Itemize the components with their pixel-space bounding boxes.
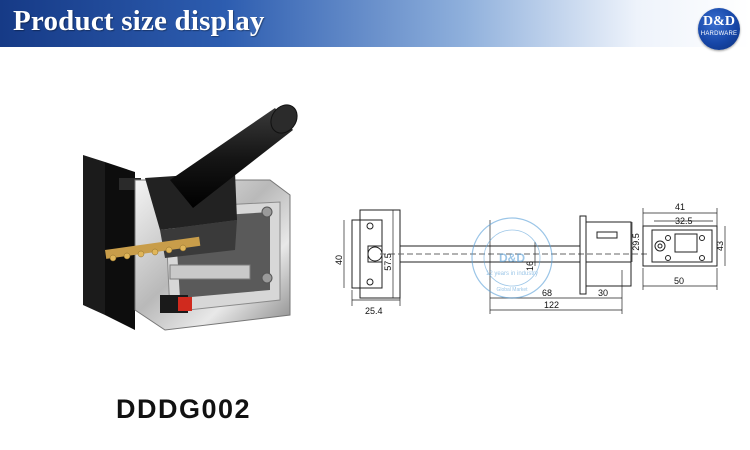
dimension-drawing: D&D 12 years in industry Global Market 4… [334,202,726,316]
dim-32-5: 32.5 [675,216,693,226]
watermark-brand: D&D [499,251,525,265]
logo-subtext: HARDWARE [700,31,738,37]
dim-57-5: 57.5 [383,253,393,271]
dim-50: 50 [674,276,684,286]
product-photo [83,104,298,331]
watermark-line1: 12 years in industry [486,271,538,277]
header-banner: Product size display D&D HARDWARE [0,0,750,50]
dim-40: 40 [334,255,344,265]
dim-29-5: 29.5 [631,233,641,251]
dim-16: 16 [525,261,535,271]
dim-68: 68 [542,288,552,298]
dim-25-4: 25.4 [365,306,383,316]
product-model: DDDG002 [116,394,252,424]
watermark: D&D 12 years in industry Global Market [471,217,553,299]
brand-logo: D&D HARDWARE [698,8,740,50]
page-title: Product size display [13,5,265,37]
logo-text: D&D [703,14,735,29]
dim-41: 41 [675,202,685,212]
watermark-line2: Global Market [496,287,528,293]
dim-43: 43 [715,241,725,251]
dim-122: 122 [544,300,559,310]
dim-30: 30 [598,288,608,298]
